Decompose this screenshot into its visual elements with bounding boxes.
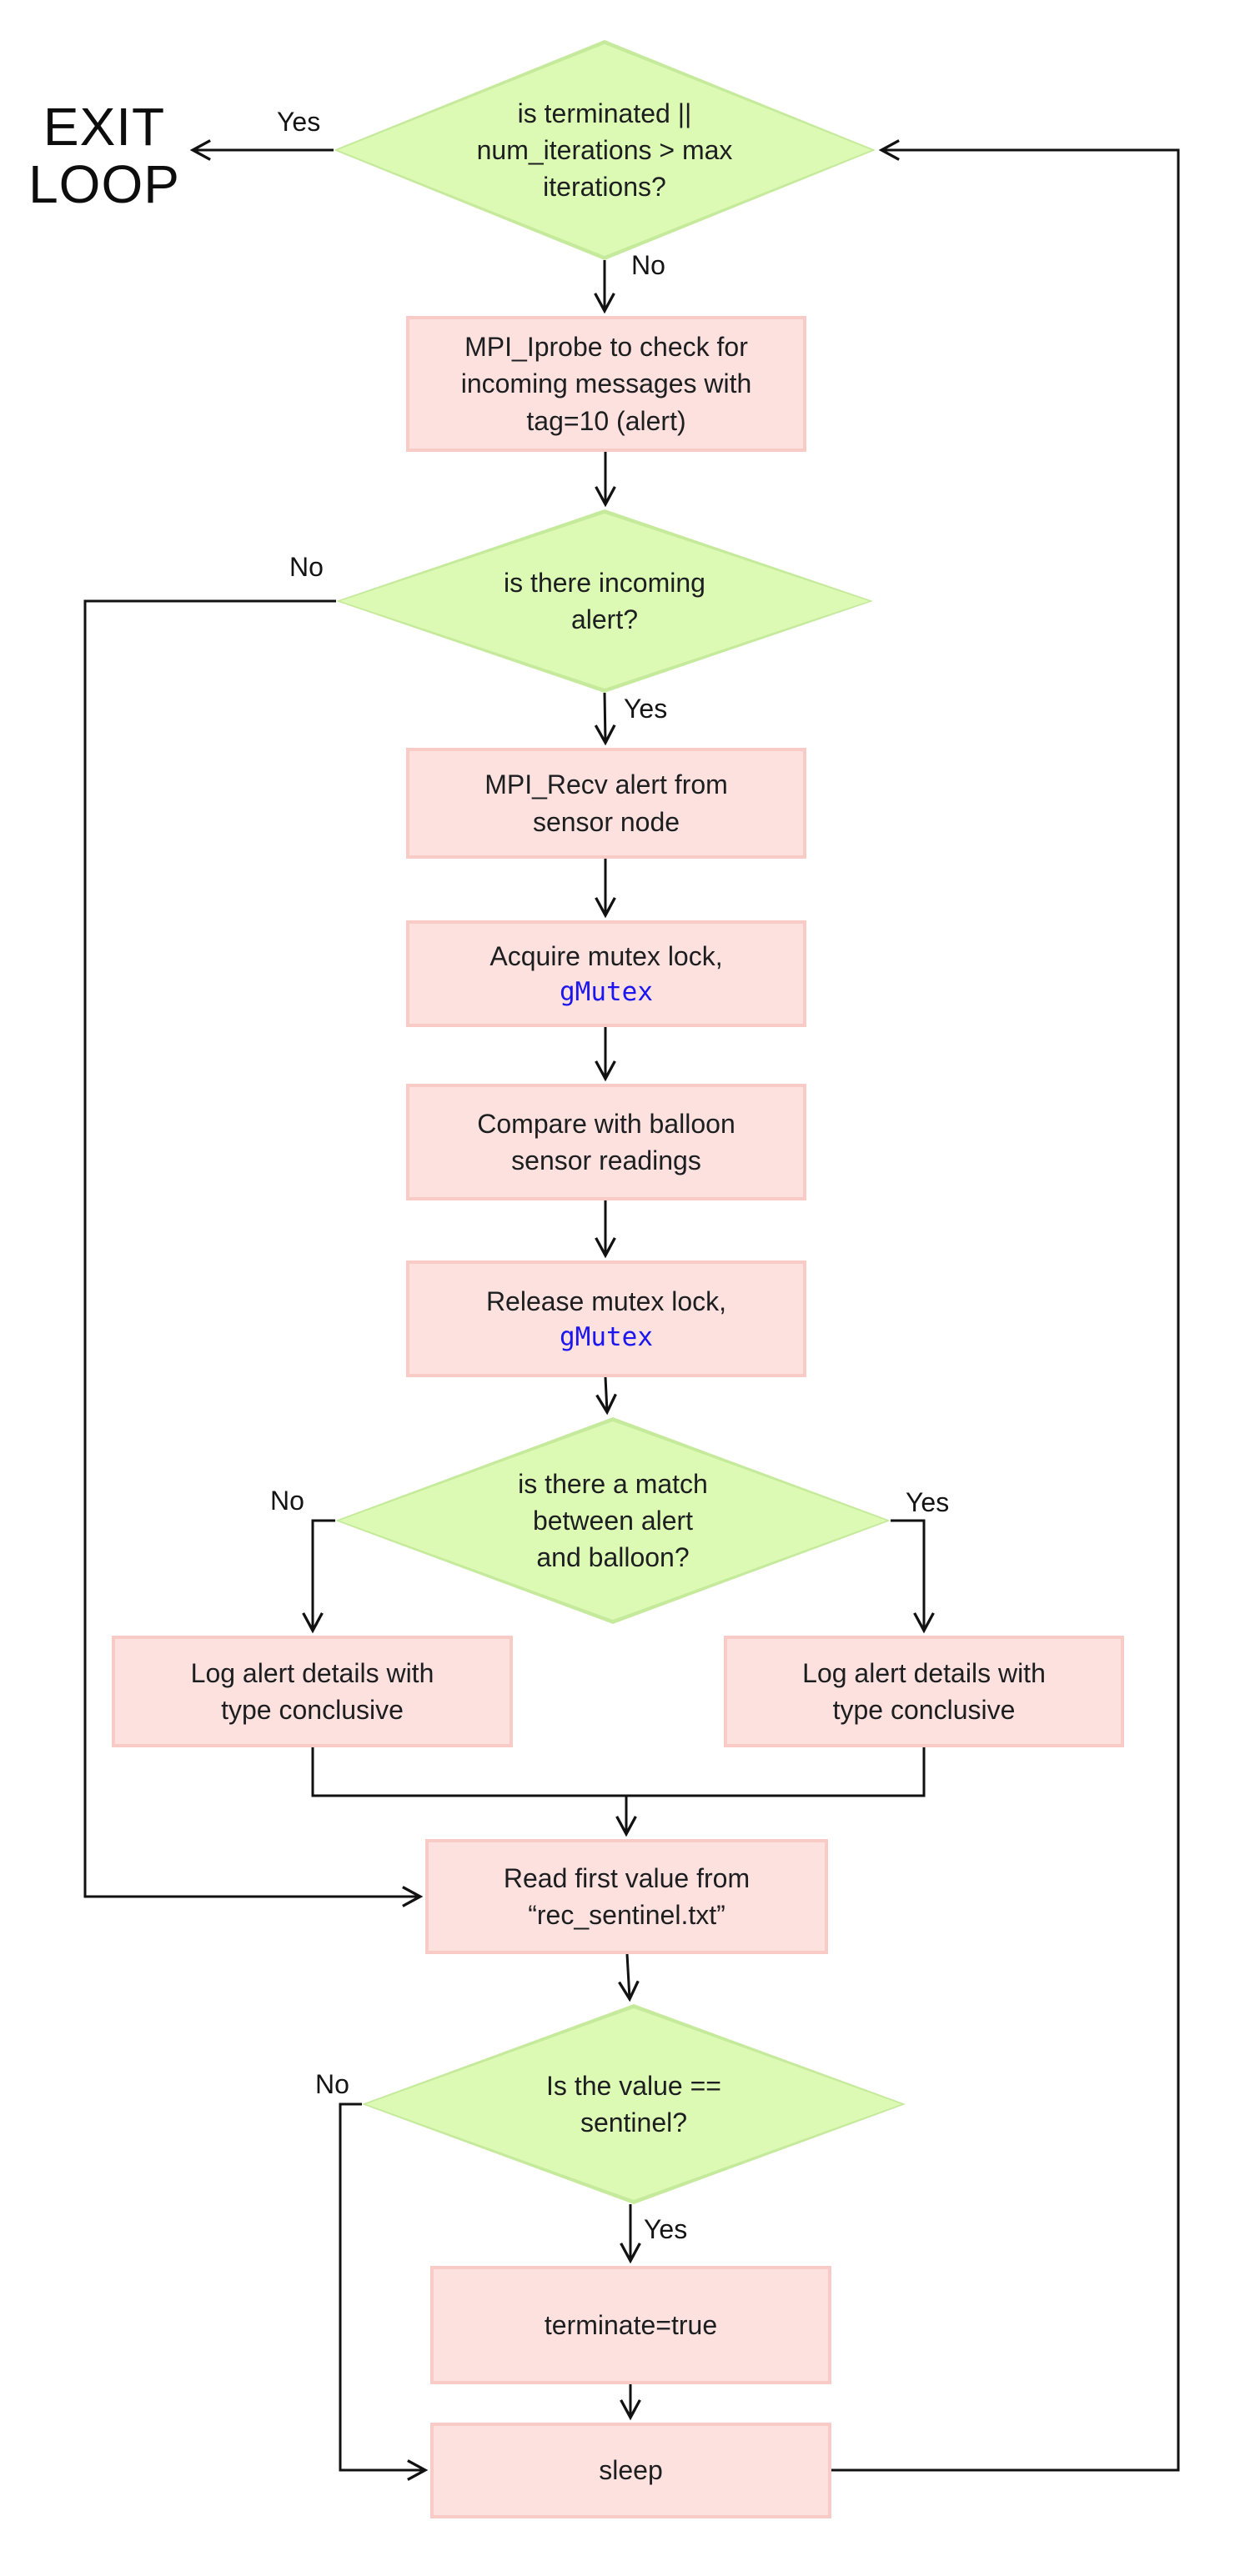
node-release-mutex: Release mutex lock, gMutex <box>406 1260 806 1377</box>
node-compare-readings-label: Compare with balloon sensor readings <box>477 1108 735 1175</box>
edge-label-sentinel-no: No <box>315 2069 349 2099</box>
edge-label-loop-no: No <box>631 250 665 280</box>
node-sleep: sleep <box>430 2423 831 2518</box>
node-incoming-alert-label: is there incoming alert? <box>504 567 705 634</box>
node-release-mutex-label: Release mutex lock, gMutex <box>486 1245 726 1391</box>
edge-label-loop-yes: Yes <box>277 107 321 137</box>
node-acquire-mutex: Acquire mutex lock, gMutex <box>406 920 806 1027</box>
edge-label-alert-no: No <box>289 552 324 582</box>
edge-label-match-yes: Yes <box>906 1487 950 1517</box>
acquire-mutex-code: gMutex <box>560 976 653 1007</box>
node-compare-readings: Compare with balloon sensor readings <box>406 1084 806 1200</box>
node-sentinel-condition: Is the value == sentinel? <box>362 2004 906 2204</box>
node-incoming-alert-condition: is there incoming alert? <box>336 509 873 693</box>
node-terminate-label: terminate=true <box>544 2309 718 2340</box>
node-match-condition: is there a match between alert and ballo… <box>335 1417 891 1624</box>
acquire-mutex-text: Acquire mutex lock, <box>489 940 723 971</box>
node-log-right: Log alert details with type conclusive <box>724 1636 1124 1747</box>
release-mutex-code: gMutex <box>560 1321 653 1352</box>
node-read-sentinel-label: Read first value from “rec_sentinel.txt” <box>503 1862 751 1930</box>
node-acquire-mutex-label: Acquire mutex lock, gMutex <box>489 900 722 1046</box>
exit-loop-label: EXIT LOOP <box>28 97 180 215</box>
node-loop-condition-label: is terminated || num_iterations > max it… <box>476 98 733 203</box>
node-sleep-label: sleep <box>599 2455 663 2486</box>
node-read-sentinel: Read first value from “rec_sentinel.txt” <box>425 1839 828 1954</box>
edge-label-alert-yes: Yes <box>624 694 668 724</box>
node-log-left-label: Log alert details with type conclusive <box>190 1657 434 1725</box>
node-mpi-recv-label: MPI_Recv alert from sensor node <box>484 769 728 837</box>
node-mpi-iprobe: MPI_Iprobe to check for incoming message… <box>406 316 806 452</box>
edge-label-match-no: No <box>270 1486 304 1516</box>
release-mutex-text: Release mutex lock, <box>485 1285 727 1316</box>
node-loop-condition: is terminated || num_iterations > max it… <box>334 40 876 260</box>
node-mpi-recv: MPI_Recv alert from sensor node <box>406 748 806 859</box>
node-match-condition-label: is there a match between alert and ballo… <box>518 1468 708 1573</box>
node-sentinel-condition-label: Is the value == sentinel? <box>546 2070 721 2137</box>
node-log-right-label: Log alert details with type conclusive <box>802 1657 1046 1725</box>
node-log-left: Log alert details with type conclusive <box>112 1636 513 1747</box>
edge-label-sentinel-yes: Yes <box>644 2214 688 2244</box>
node-terminate: terminate=true <box>430 2266 831 2384</box>
node-mpi-iprobe-label: MPI_Iprobe to check for incoming message… <box>460 332 752 436</box>
